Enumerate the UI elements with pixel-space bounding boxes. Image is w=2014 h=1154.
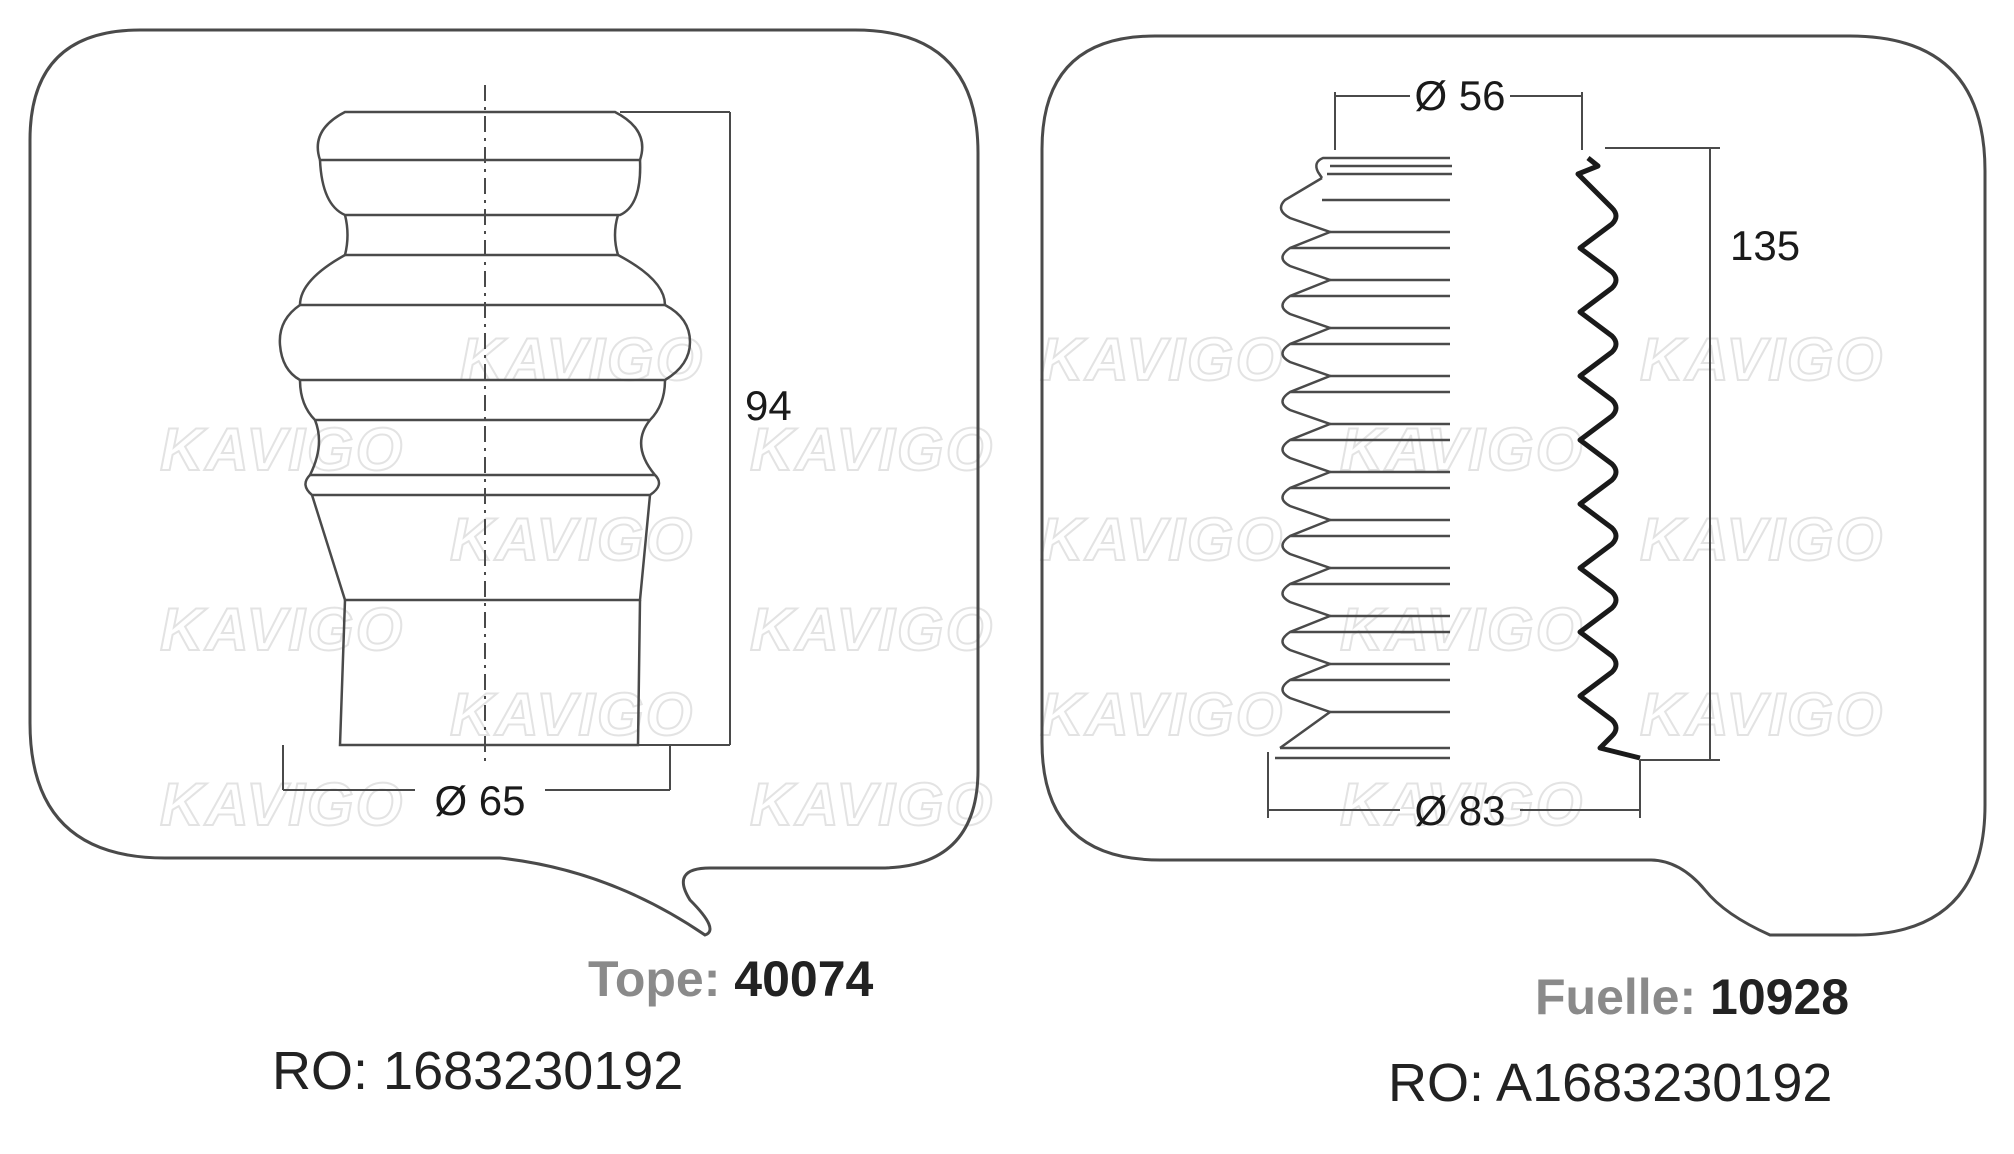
height-dimension <box>1605 147 1720 761</box>
bellows-section-profile <box>1575 156 1641 761</box>
bump-stop-drawing <box>278 110 692 747</box>
watermark-text: KAVIGO <box>750 771 994 838</box>
watermark-text: KAVIGO <box>1040 681 1284 748</box>
watermark-layer: KAVIGO KAVIGO KAVIGO KAVIGO KAVIGO KAVIG… <box>159 325 1884 839</box>
bottom-diameter-label: Ø 83 <box>1414 787 1505 834</box>
watermark-text: KAVIGO <box>750 596 994 663</box>
bottom-diameter-dimension <box>1267 752 1641 818</box>
left-panel: 94 Ø 65 <box>28 28 980 937</box>
watermark-text: KAVIGO <box>450 681 694 748</box>
watermark-text: KAVIGO <box>1640 506 1884 573</box>
ro-value: A1683230192 <box>1496 1053 1833 1113</box>
ro-label: RO: <box>272 1041 369 1101</box>
watermark-text: KAVIGO <box>1640 681 1884 748</box>
height-label: 94 <box>745 382 792 429</box>
watermark-text: KAVIGO <box>160 416 404 483</box>
watermark-text: KAVIGO <box>750 416 994 483</box>
right-panel-frame <box>1040 34 1987 937</box>
watermark-text: KAVIGO <box>1340 596 1584 663</box>
watermark-text: KAVIGO <box>1640 326 1884 393</box>
right-ro-caption: RO: A1683230192 <box>1388 1052 1832 1114</box>
ro-value: 1683230192 <box>383 1041 684 1101</box>
bellows-drawing <box>1275 156 1452 760</box>
watermark-text: KAVIGO <box>450 506 694 573</box>
watermark-text: KAVIGO <box>1040 326 1284 393</box>
diameter-label: Ø 65 <box>434 777 525 824</box>
top-diameter-dimension <box>1334 92 1583 150</box>
watermark-text: KAVIGO <box>160 596 404 663</box>
height-dimension <box>620 111 731 746</box>
part-type-label: Fuelle: <box>1535 969 1697 1025</box>
ro-label: RO: <box>1388 1053 1485 1113</box>
top-diameter-label: Ø 56 <box>1414 72 1505 119</box>
watermark-text: KAVIGO <box>460 326 704 393</box>
watermark-text: KAVIGO <box>160 771 404 838</box>
diameter-dimension <box>282 745 671 791</box>
height-label: 135 <box>1730 222 1800 269</box>
left-ro-caption: RO: 1683230192 <box>272 1040 683 1102</box>
part-number: 40074 <box>734 951 874 1007</box>
left-part-caption: Tope: 40074 <box>588 950 873 1008</box>
watermark-text: KAVIGO <box>1340 771 1584 838</box>
right-part-caption: Fuelle: 10928 <box>1535 968 1849 1026</box>
left-panel-frame <box>28 28 980 937</box>
part-type-label: Tope: <box>588 951 721 1007</box>
right-panel: Ø 56 135 Ø 83 <box>1040 34 1987 937</box>
watermark-text: KAVIGO <box>1040 506 1284 573</box>
part-number: 10928 <box>1710 969 1850 1025</box>
